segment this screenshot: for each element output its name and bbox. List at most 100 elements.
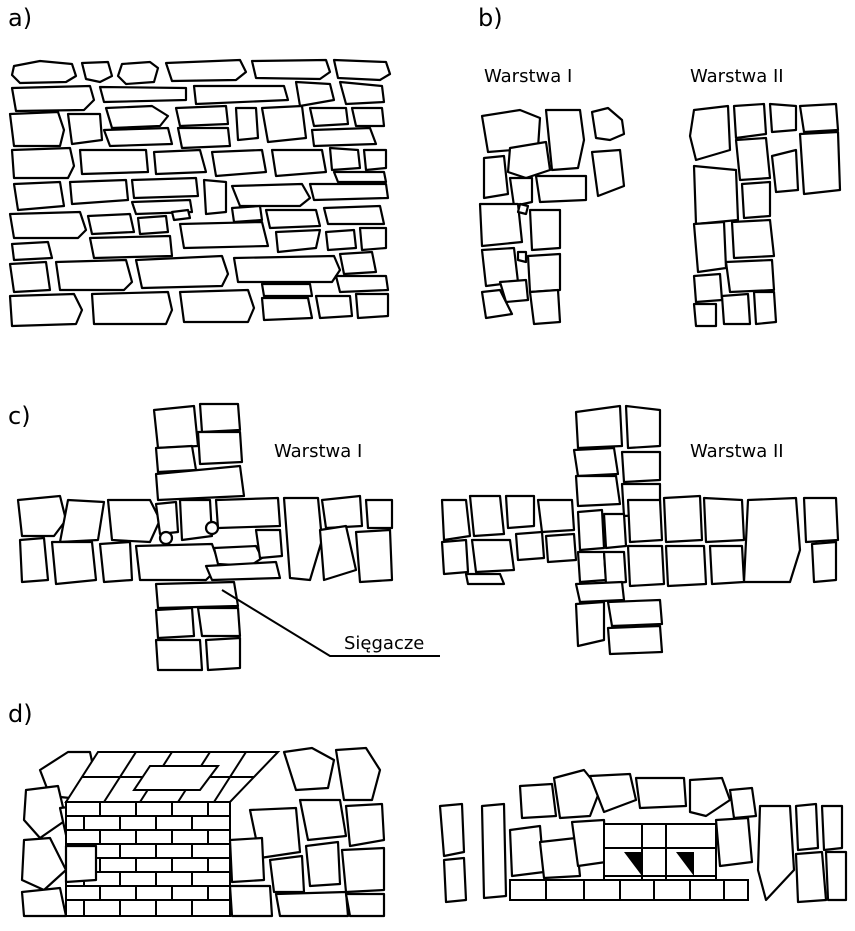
- stone: [158, 530, 174, 546]
- stone: [724, 258, 776, 294]
- stone: [196, 430, 244, 466]
- stone: [178, 498, 214, 542]
- stone: [90, 290, 174, 326]
- stone: [8, 260, 52, 294]
- stone: [794, 850, 828, 904]
- stone: [516, 250, 528, 264]
- stone: [464, 572, 506, 586]
- stone: [756, 804, 796, 902]
- stone: [626, 544, 666, 588]
- stone: [544, 532, 578, 564]
- stone: [320, 494, 364, 530]
- stone: [338, 250, 378, 276]
- stone: [78, 148, 150, 176]
- stone: [518, 782, 558, 820]
- stone: [154, 500, 180, 536]
- stone: [260, 296, 314, 322]
- brick-top-inner: [132, 765, 220, 791]
- stone: [770, 148, 800, 194]
- stone: [310, 126, 378, 148]
- stone: [260, 104, 308, 144]
- stone: [528, 288, 562, 326]
- callout-leader-line: [221, 589, 440, 657]
- stone: [64, 844, 98, 884]
- stone: [334, 274, 390, 294]
- stone: [54, 258, 134, 292]
- stone: [468, 494, 506, 538]
- stone: [204, 520, 220, 536]
- stone: [504, 494, 536, 530]
- stone: [270, 148, 328, 178]
- stone: [196, 606, 242, 638]
- stone: [664, 544, 708, 588]
- stone: [820, 804, 844, 852]
- stone: [10, 146, 76, 180]
- stone: [232, 254, 342, 284]
- stone: [528, 208, 562, 252]
- stone: [332, 170, 388, 184]
- stone: [104, 104, 170, 130]
- stone: [130, 176, 200, 200]
- stone: [18, 536, 50, 584]
- stone: [328, 146, 362, 172]
- stone: [576, 508, 606, 552]
- stone: [204, 560, 282, 582]
- stone: [340, 846, 386, 894]
- stone: [606, 598, 664, 628]
- stone: [606, 624, 664, 656]
- stone: [192, 84, 290, 106]
- stone: [574, 580, 626, 604]
- panel-d-right-wall: [438, 768, 848, 904]
- stone: [516, 202, 530, 216]
- stone: [204, 636, 242, 672]
- stone: [154, 444, 198, 474]
- stone: [250, 58, 332, 81]
- stone: [102, 126, 174, 148]
- stone: [620, 450, 662, 484]
- stone: [338, 80, 386, 106]
- stone: [364, 498, 394, 530]
- stone: [742, 496, 802, 584]
- stone: [470, 538, 516, 574]
- brick-section-black: [624, 852, 642, 876]
- stone: [794, 802, 820, 852]
- stone: [544, 108, 586, 172]
- panel-d-left-wall: [20, 746, 386, 918]
- stone: [478, 202, 524, 248]
- stone: [602, 550, 628, 586]
- stone: [154, 580, 240, 610]
- stone: [438, 802, 466, 858]
- stone: [362, 148, 388, 172]
- stone: [688, 104, 732, 162]
- stone: [308, 106, 350, 128]
- stone: [332, 58, 392, 82]
- stone: [526, 252, 562, 294]
- stone: [8, 210, 88, 240]
- stone: [534, 174, 588, 204]
- stone: [134, 542, 222, 582]
- stone: [136, 214, 170, 236]
- panel-a-stone-wall: [8, 58, 392, 328]
- stone: [768, 102, 798, 134]
- stone: [574, 600, 606, 648]
- stone: [274, 890, 350, 918]
- stone: [624, 404, 662, 450]
- stone: [734, 136, 772, 182]
- stone: [214, 496, 282, 530]
- stone: [10, 59, 78, 85]
- stone: [10, 240, 54, 262]
- stone: [344, 892, 386, 918]
- stone: [58, 498, 106, 544]
- stone: [260, 282, 314, 298]
- stone: [798, 102, 840, 134]
- panel-c-layer2-label: Warstwa II: [690, 441, 784, 462]
- stone: [574, 474, 622, 508]
- stone: [692, 302, 718, 328]
- panel-b-layer2-label: Warstwa II: [690, 66, 784, 87]
- stone: [314, 294, 354, 320]
- stone: [354, 528, 394, 584]
- stone: [20, 886, 68, 918]
- stone: [344, 802, 386, 848]
- callout-label-siegacze: Sięgacze: [344, 633, 425, 654]
